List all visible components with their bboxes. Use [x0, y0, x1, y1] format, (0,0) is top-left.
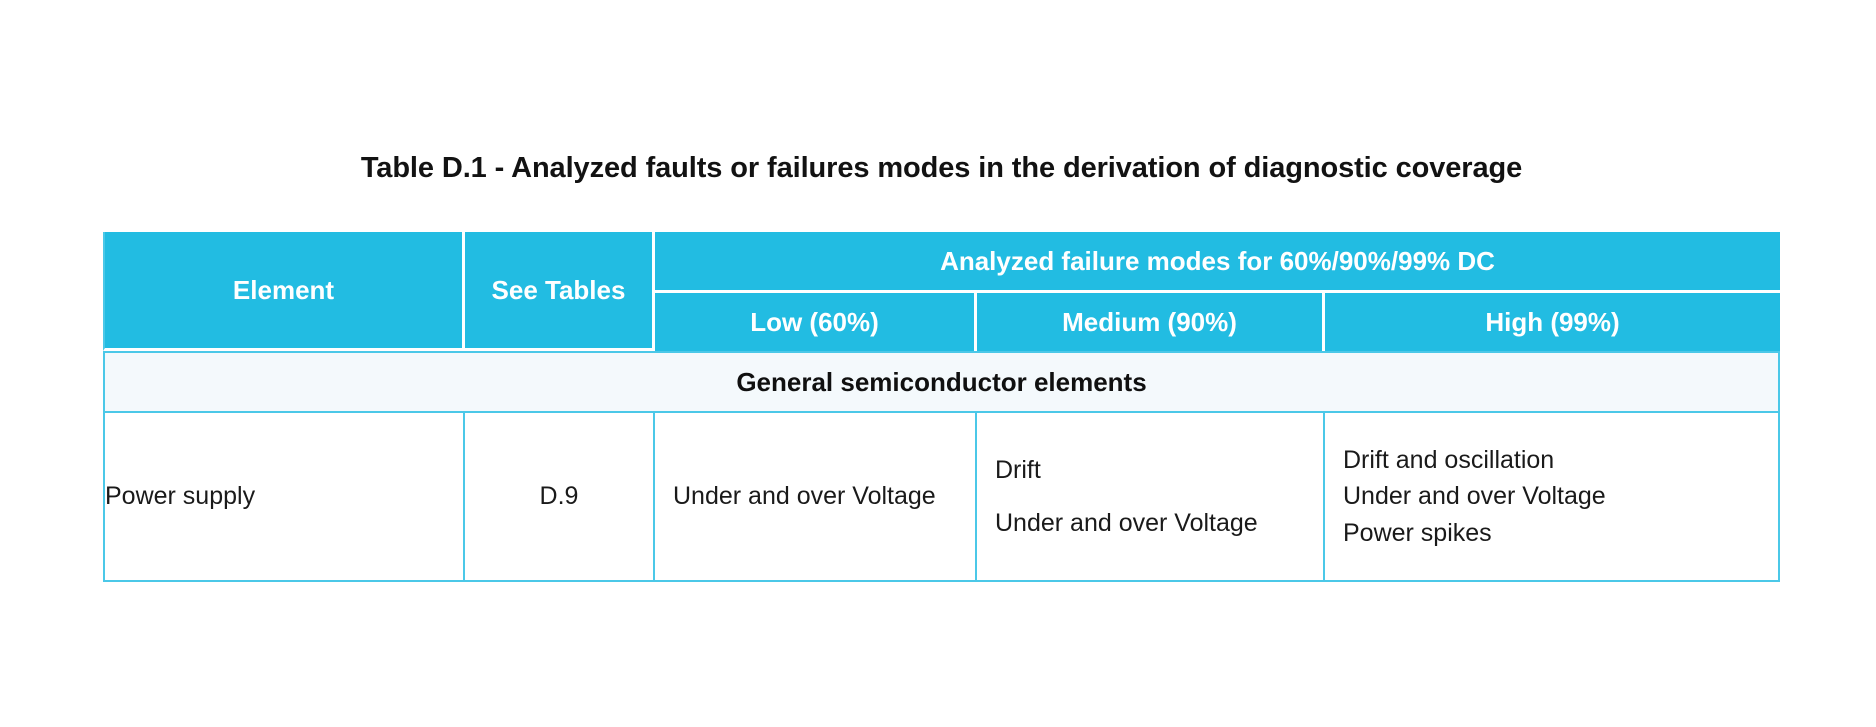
diagnostic-coverage-table: Element See Tables Analyzed failure mode…: [103, 232, 1781, 582]
failure-mode-item: Under and over Voltage: [673, 482, 936, 511]
failure-mode-list-high: Drift and oscillation Under and over Vol…: [1325, 445, 1778, 549]
failure-mode-item: Power spikes: [1343, 518, 1492, 547]
failure-mode-item: Under and over Voltage: [1343, 482, 1606, 511]
failure-mode-item: Drift and oscillation: [1343, 445, 1555, 474]
cell-element: Power supply: [103, 413, 465, 582]
column-header-element: Element: [103, 232, 465, 351]
column-header-high: High (99%): [1325, 293, 1781, 351]
column-header-see-tables: See Tables: [465, 232, 655, 351]
failure-mode-list-medium: Drift Under and over Voltage: [977, 455, 1323, 538]
table-section-row: General semiconductor elements: [103, 351, 1781, 413]
table-header-row-primary: Element See Tables Analyzed failure mode…: [103, 232, 1781, 351]
cell-see-tables: D.9: [465, 413, 655, 582]
table-row: Power supply D.9 Under and over Voltage …: [103, 413, 1781, 582]
failure-mode-item: Drift: [995, 456, 1041, 484]
column-header-medium: Medium (90%): [977, 293, 1325, 351]
section-label-general-semiconductor-elements: General semiconductor elements: [103, 351, 1781, 413]
page-title: Table D.1 - Analyzed faults or failures …: [360, 152, 1523, 184]
failure-mode-item: Under and over Voltage: [995, 508, 1258, 537]
column-header-low: Low (60%): [655, 293, 977, 351]
cell-high: Drift and oscillation Under and over Vol…: [1325, 413, 1781, 582]
cell-medium: Drift Under and over Voltage: [977, 413, 1325, 582]
failure-mode-list-low: Under and over Voltage: [655, 481, 975, 512]
column-header-analyzed-failure-modes: Analyzed failure modes for 60%/90%/99% D…: [655, 232, 1781, 293]
cell-low: Under and over Voltage: [655, 413, 977, 582]
table-header-row-secondary: Low (60%) Medium (90%) High (99%): [103, 293, 1781, 351]
